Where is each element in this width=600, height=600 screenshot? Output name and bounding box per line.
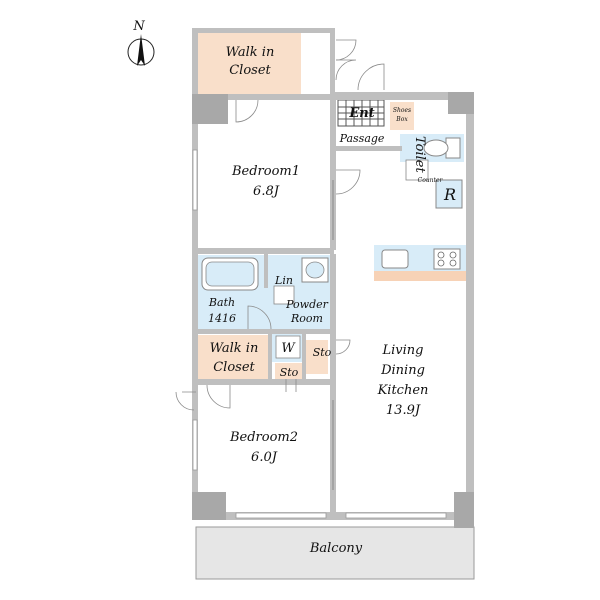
counter-label: Counter bbox=[418, 177, 444, 184]
powder-room-label-line1: Powder bbox=[285, 298, 329, 311]
ldk-size: 13.9J bbox=[386, 403, 421, 418]
bath-name: Bath bbox=[208, 296, 235, 309]
bath-size: 1416 bbox=[208, 312, 236, 325]
bathtub-icon bbox=[201, 257, 259, 291]
balcony-label: Balcony bbox=[309, 541, 363, 556]
walk-in-closet-2-label-line1: Walk in bbox=[210, 341, 259, 356]
north-label: N bbox=[132, 19, 145, 34]
windows bbox=[192, 149, 447, 519]
north-compass: N bbox=[127, 19, 155, 66]
kitchen-sink-icon bbox=[381, 249, 409, 269]
entrance-label: Ent bbox=[348, 106, 374, 121]
bedroom2-name: Bedroom2 bbox=[229, 430, 298, 445]
washer-box bbox=[275, 335, 301, 359]
compass-arrow-icon bbox=[137, 34, 145, 66]
toilet-bowl-icon bbox=[423, 137, 461, 159]
doors bbox=[175, 39, 385, 411]
passage-label: Passage bbox=[339, 132, 385, 145]
stove-icon bbox=[433, 248, 461, 270]
walk-in-closet-1-label-line1: Walk in bbox=[226, 45, 275, 60]
linen-box bbox=[273, 285, 295, 305]
walk-in-closet-1-label-line2: Closet bbox=[229, 63, 271, 78]
walk-in-closet-1-area bbox=[198, 32, 302, 94]
storage-1-label: Sto bbox=[313, 346, 332, 359]
shoes-box-area bbox=[390, 102, 414, 130]
walk-in-closet-2-label-line2: Closet bbox=[213, 360, 255, 375]
ldk-label-line3: Kitchen bbox=[377, 383, 429, 398]
counter-box bbox=[405, 159, 429, 181]
wash-basin-icon bbox=[301, 257, 329, 283]
bedroom1-size: 6.8J bbox=[253, 184, 280, 199]
balcony-area bbox=[195, 526, 475, 580]
ldk-area bbox=[336, 150, 466, 512]
storage-2-area bbox=[275, 363, 303, 379]
linen-label: Lin bbox=[274, 274, 293, 287]
ldk-label-line2: Dining bbox=[380, 363, 425, 378]
washer-label: W bbox=[281, 341, 296, 356]
kitchen-counter-edge bbox=[374, 271, 468, 281]
bedroom2-size: 6.0J bbox=[251, 450, 278, 465]
bedroom1-area bbox=[198, 100, 330, 248]
storage-1-area bbox=[306, 340, 328, 374]
refrigerator-label: R bbox=[443, 185, 456, 204]
walk-in-closet-2-area bbox=[198, 335, 268, 379]
walls bbox=[192, 28, 474, 528]
shoes-box-label-line2: Box bbox=[395, 116, 408, 123]
bedroom1-name: Bedroom1 bbox=[231, 164, 300, 179]
toilet-label: Toilet bbox=[412, 136, 427, 173]
powder-room-label-line2: Room bbox=[290, 312, 323, 325]
refrigerator-box bbox=[435, 179, 463, 209]
shoes-box-label-line1: Shoes bbox=[393, 107, 411, 114]
storage-2-label: Sto bbox=[280, 366, 299, 379]
ldk-label-line1: Living bbox=[382, 343, 424, 358]
closet-side-area bbox=[301, 32, 331, 94]
